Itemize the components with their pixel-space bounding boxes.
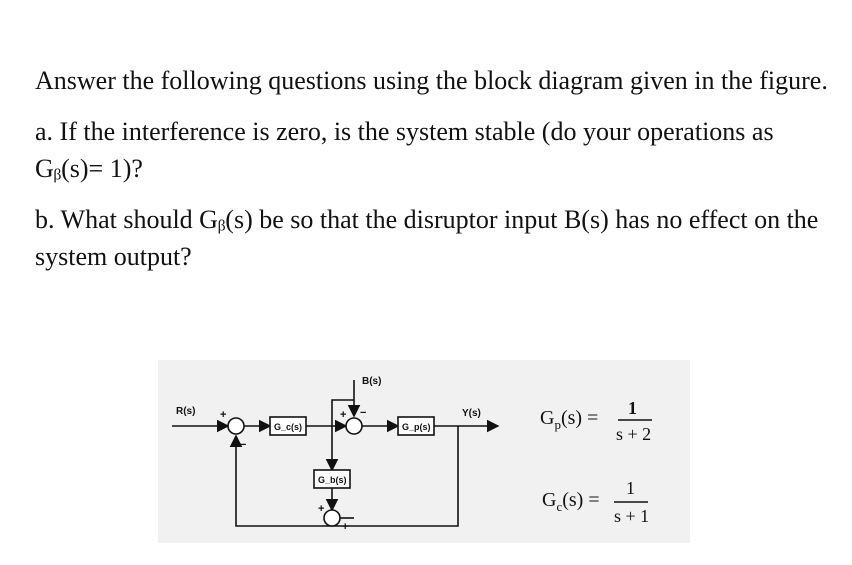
summing-junction-3: [323, 509, 341, 527]
question-a: a. If the interference is zero, is the s…: [35, 117, 774, 183]
svg-text:1: 1: [626, 478, 635, 498]
svg-text:Gp(s) =: Gp(s) =: [540, 407, 598, 432]
gp-equation: Gp(s) = 1 s + 2: [540, 398, 651, 444]
sum1-plus: +: [220, 409, 226, 421]
svg-text:1: 1: [628, 398, 637, 418]
summing-junction-2: [345, 417, 363, 435]
controller-label: G_c(s): [274, 422, 302, 432]
gc-equation: Gc(s) = 1 s + 1: [542, 478, 649, 526]
question-text: Answer the following questions using the…: [35, 62, 835, 289]
sum3-plus-right: +: [342, 521, 348, 533]
svg-text:s + 2: s + 2: [616, 424, 651, 444]
svg-text:s + 1: s + 1: [614, 506, 649, 526]
summing-junction-1: [227, 417, 245, 435]
input-label: R(s): [176, 406, 195, 417]
intro-paragraph: Answer the following questions using the…: [35, 66, 828, 95]
block-diagram-figure: R(s) B(s) Y(s) G_c(s) G_p(s) G_b(s) + − …: [158, 360, 690, 543]
output-label: Y(s): [462, 408, 481, 419]
feedforward-label: G_b(s): [318, 475, 347, 485]
plant-label: G_p(s): [402, 422, 431, 432]
feedback-path: [229, 426, 459, 527]
sum3-plus-left: +: [318, 503, 324, 515]
sum2-minus: −: [360, 407, 366, 419]
sum2-plus: +: [340, 409, 346, 421]
disturbance-label: B(s): [362, 376, 381, 387]
question-b: b. What should Gᵦ(s) be so that the disr…: [35, 205, 819, 271]
sum1-minus: −: [240, 439, 246, 451]
svg-text:Gc(s) =: Gc(s) =: [542, 489, 600, 514]
block-diagram: R(s) B(s) Y(s) G_c(s) G_p(s) G_b(s) + − …: [172, 376, 652, 533]
